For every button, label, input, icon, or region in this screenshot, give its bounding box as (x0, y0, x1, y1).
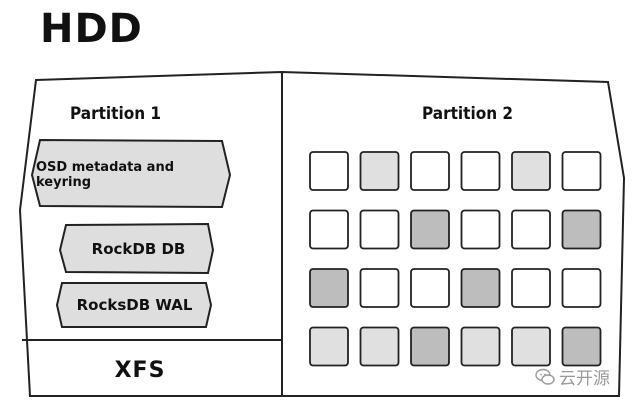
osd-metadata-label: OSD metadata and keyring (36, 160, 175, 190)
storage-block-cell (511, 151, 551, 191)
xfs-label: XFS (114, 357, 166, 383)
storage-block-cell (410, 326, 450, 367)
storage-block-cell (460, 268, 501, 308)
storage-block-cell (460, 209, 501, 250)
wechat-icon (535, 368, 555, 385)
storage-block-cell (309, 151, 349, 191)
watermark-text: 云开源 (559, 369, 610, 389)
storage-block-cell (359, 151, 400, 191)
storage-block-cell (561, 326, 602, 367)
storage-block-cell (410, 268, 450, 308)
storage-block-cell (410, 209, 450, 250)
storage-block-cell (561, 151, 602, 191)
rocksdb-wal-block (55, 282, 213, 328)
storage-block-cell (561, 268, 602, 308)
storage-block-cell (511, 268, 551, 308)
osd-metadata-block (30, 138, 232, 209)
partition-1-label: Partition 1 (70, 104, 162, 124)
partition-2-grid (309, 151, 602, 367)
storage-block-cell (460, 151, 501, 191)
storage-block-cell (561, 209, 602, 250)
storage-block-cell (359, 268, 400, 308)
storage-block-cell (511, 209, 551, 250)
hdd-title: HDD (40, 6, 143, 52)
storage-block-cell (460, 326, 501, 367)
rockdb-db-block (58, 222, 215, 275)
partition-2-label: Partition 2 (422, 104, 514, 124)
rockdb-db-label: RockDB DB (91, 240, 186, 258)
storage-block-cell (359, 209, 400, 250)
storage-block-cell (410, 151, 450, 191)
storage-block-cell (309, 268, 349, 308)
watermark: 云开源 (535, 364, 610, 389)
storage-block-cell (511, 326, 551, 367)
rocksdb-wal-label: RocksDB WAL (76, 296, 193, 314)
storage-block-cell (309, 326, 349, 367)
storage-block-cell (309, 209, 349, 250)
storage-block-cell (359, 326, 400, 367)
